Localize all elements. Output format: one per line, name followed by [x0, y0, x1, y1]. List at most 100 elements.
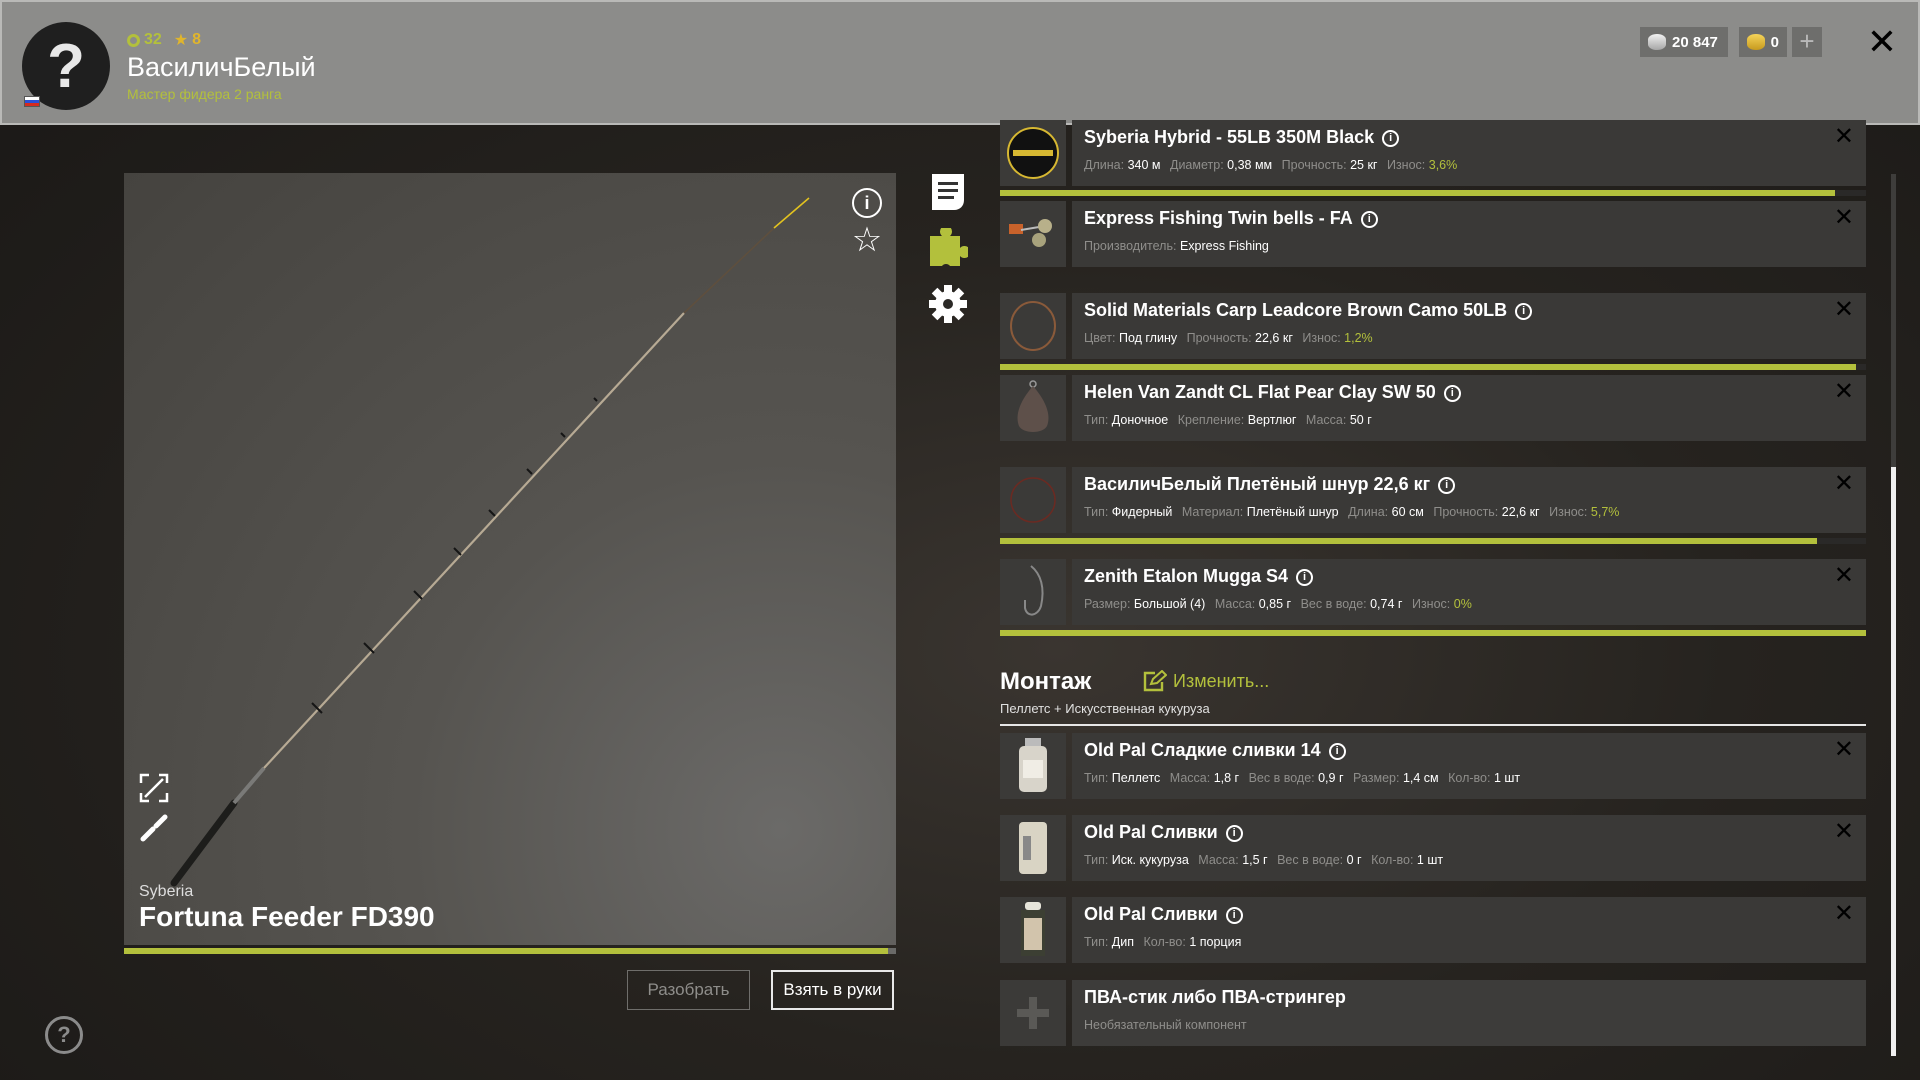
item-info: Solid Materials Carp Leadcore Brown Camo…	[1072, 293, 1866, 359]
item-props: Тип: Иск. кукуруза Масса: 1,5 г Вес в во…	[1084, 853, 1444, 867]
player-stats: 32 ★ 8	[127, 30, 201, 50]
line-spool-icon	[1007, 127, 1059, 179]
remove-item-button[interactable]: ✕	[1833, 378, 1854, 405]
item-props: Тип: Доночное Крепление: Вертлюг Масса: …	[1084, 413, 1372, 427]
rod-wear-fill	[124, 948, 889, 954]
add-component-plus-icon[interactable]	[1000, 980, 1066, 1046]
item-props: Тип: Дип Кол-во: 1 порция	[1084, 935, 1242, 949]
rod-preview-panel: i ☆ Syberia Fortuna Feeder FD390	[124, 173, 896, 945]
item-thumbnail	[1000, 467, 1066, 533]
montage-subtitle: Пеллетс + Искусственная кукуруза	[1000, 701, 1210, 716]
item-thumbnail	[1000, 293, 1066, 359]
item-props: Производитель: Express Fishing	[1084, 239, 1269, 253]
fullscreen-expand-icon[interactable]	[139, 773, 169, 803]
wear-bar	[1000, 538, 1866, 544]
rod-wear-bar	[124, 948, 896, 954]
remove-item-button[interactable]: ✕	[1833, 818, 1854, 845]
player-rank: Мастер фидера 2 ранга	[127, 86, 282, 102]
remove-item-button[interactable]: ✕	[1833, 123, 1854, 150]
scrollbar-thumb[interactable]	[1891, 467, 1896, 1056]
remove-item-button[interactable]: ✕	[1833, 736, 1854, 763]
info-icon[interactable]: i	[1443, 385, 1461, 402]
wear-bar	[1000, 630, 1866, 636]
divider	[1000, 724, 1866, 726]
montage-title: Монтаж	[1000, 668, 1092, 695]
item-thumbnail	[1000, 201, 1066, 267]
rod-brand: Syberia	[139, 883, 194, 900]
silver-balance: 20 847	[1640, 27, 1728, 57]
item-props: Размер: Большой (4) Масса: 0,85 г Вес в …	[1084, 597, 1472, 611]
help-icon[interactable]: ?	[45, 1016, 83, 1054]
rod-assemble-icon[interactable]	[139, 813, 169, 843]
dip-bottle-icon	[1021, 902, 1045, 956]
rod-info-icon[interactable]: i	[852, 188, 882, 218]
info-icon[interactable]: i	[1296, 569, 1314, 586]
level-ring-icon	[127, 33, 140, 47]
star-icon: ★	[173, 32, 189, 49]
tab-settings-gear-icon[interactable]	[928, 284, 968, 324]
remove-item-button[interactable]: ✕	[1833, 204, 1854, 231]
level-stat: 32	[127, 30, 162, 50]
tab-description-icon[interactable]	[928, 172, 968, 212]
take-in-hands-button[interactable]: Взять в руки	[771, 970, 894, 1010]
disassemble-button[interactable]: Разобрать	[627, 970, 750, 1010]
info-icon[interactable]: i	[1382, 130, 1400, 147]
item-thumbnail	[1000, 733, 1066, 799]
info-icon[interactable]: i	[1328, 743, 1346, 760]
rod-image	[170, 197, 810, 887]
hook-icon	[1024, 565, 1044, 616]
add-gold-button[interactable]: +	[1792, 27, 1822, 57]
remove-item-button[interactable]: ✕	[1833, 900, 1854, 927]
silver-coins-icon	[1648, 34, 1666, 50]
remove-item-button[interactable]: ✕	[1833, 296, 1854, 323]
avatar[interactable]: ?	[22, 22, 110, 110]
item-thumbnail	[1000, 815, 1066, 881]
russia-flag-icon	[24, 96, 40, 107]
close-button[interactable]: ✕	[1866, 21, 1898, 62]
item-thumbnail	[1000, 559, 1066, 625]
pear-sinker-icon	[1017, 380, 1049, 432]
profile-header: ? 32 ★ 8 ВасиличБелый Мастер фидера 2 ра…	[0, 0, 1920, 125]
tackle-item-leadcore[interactable]: Solid Materials Carp Leadcore Brown Camo…	[1000, 293, 1866, 359]
edit-montage-link[interactable]: Изменить...	[1143, 670, 1269, 692]
info-icon[interactable]: i	[1438, 477, 1456, 494]
favorite-star-icon[interactable]: ☆	[851, 221, 883, 259]
remove-item-button[interactable]: ✕	[1833, 562, 1854, 589]
pellet-jar-icon	[1019, 738, 1047, 792]
item-info: ПВА-стик либо ПВА-стрингер Необязательны…	[1072, 980, 1866, 1046]
info-icon[interactable]: i	[1225, 907, 1243, 924]
remove-item-button[interactable]: ✕	[1833, 470, 1854, 497]
stars-stat: ★ 8	[173, 31, 202, 49]
gold-balance: 0	[1739, 27, 1787, 57]
tab-tackle-puzzle-icon[interactable]	[928, 228, 968, 268]
info-icon[interactable]: i	[1225, 825, 1243, 842]
twin-bells-icon	[1009, 219, 1052, 247]
gold-coins-icon	[1747, 34, 1765, 50]
optional-pva-slot[interactable]: ПВА-стик либо ПВА-стрингер Необязательны…	[1000, 980, 1866, 1046]
item-props: Цвет: Под глину Прочность: 22,6 кг Износ…	[1084, 331, 1373, 345]
corn-pack-icon	[1019, 822, 1047, 874]
info-icon[interactable]: i	[1515, 303, 1533, 320]
item-thumbnail	[1000, 120, 1066, 186]
braided-leader-icon	[1010, 477, 1056, 523]
leadcore-coil-icon	[1010, 301, 1056, 351]
info-icon[interactable]: i	[1360, 211, 1378, 228]
item-thumbnail	[1000, 897, 1066, 963]
wear-bar	[1000, 190, 1866, 196]
